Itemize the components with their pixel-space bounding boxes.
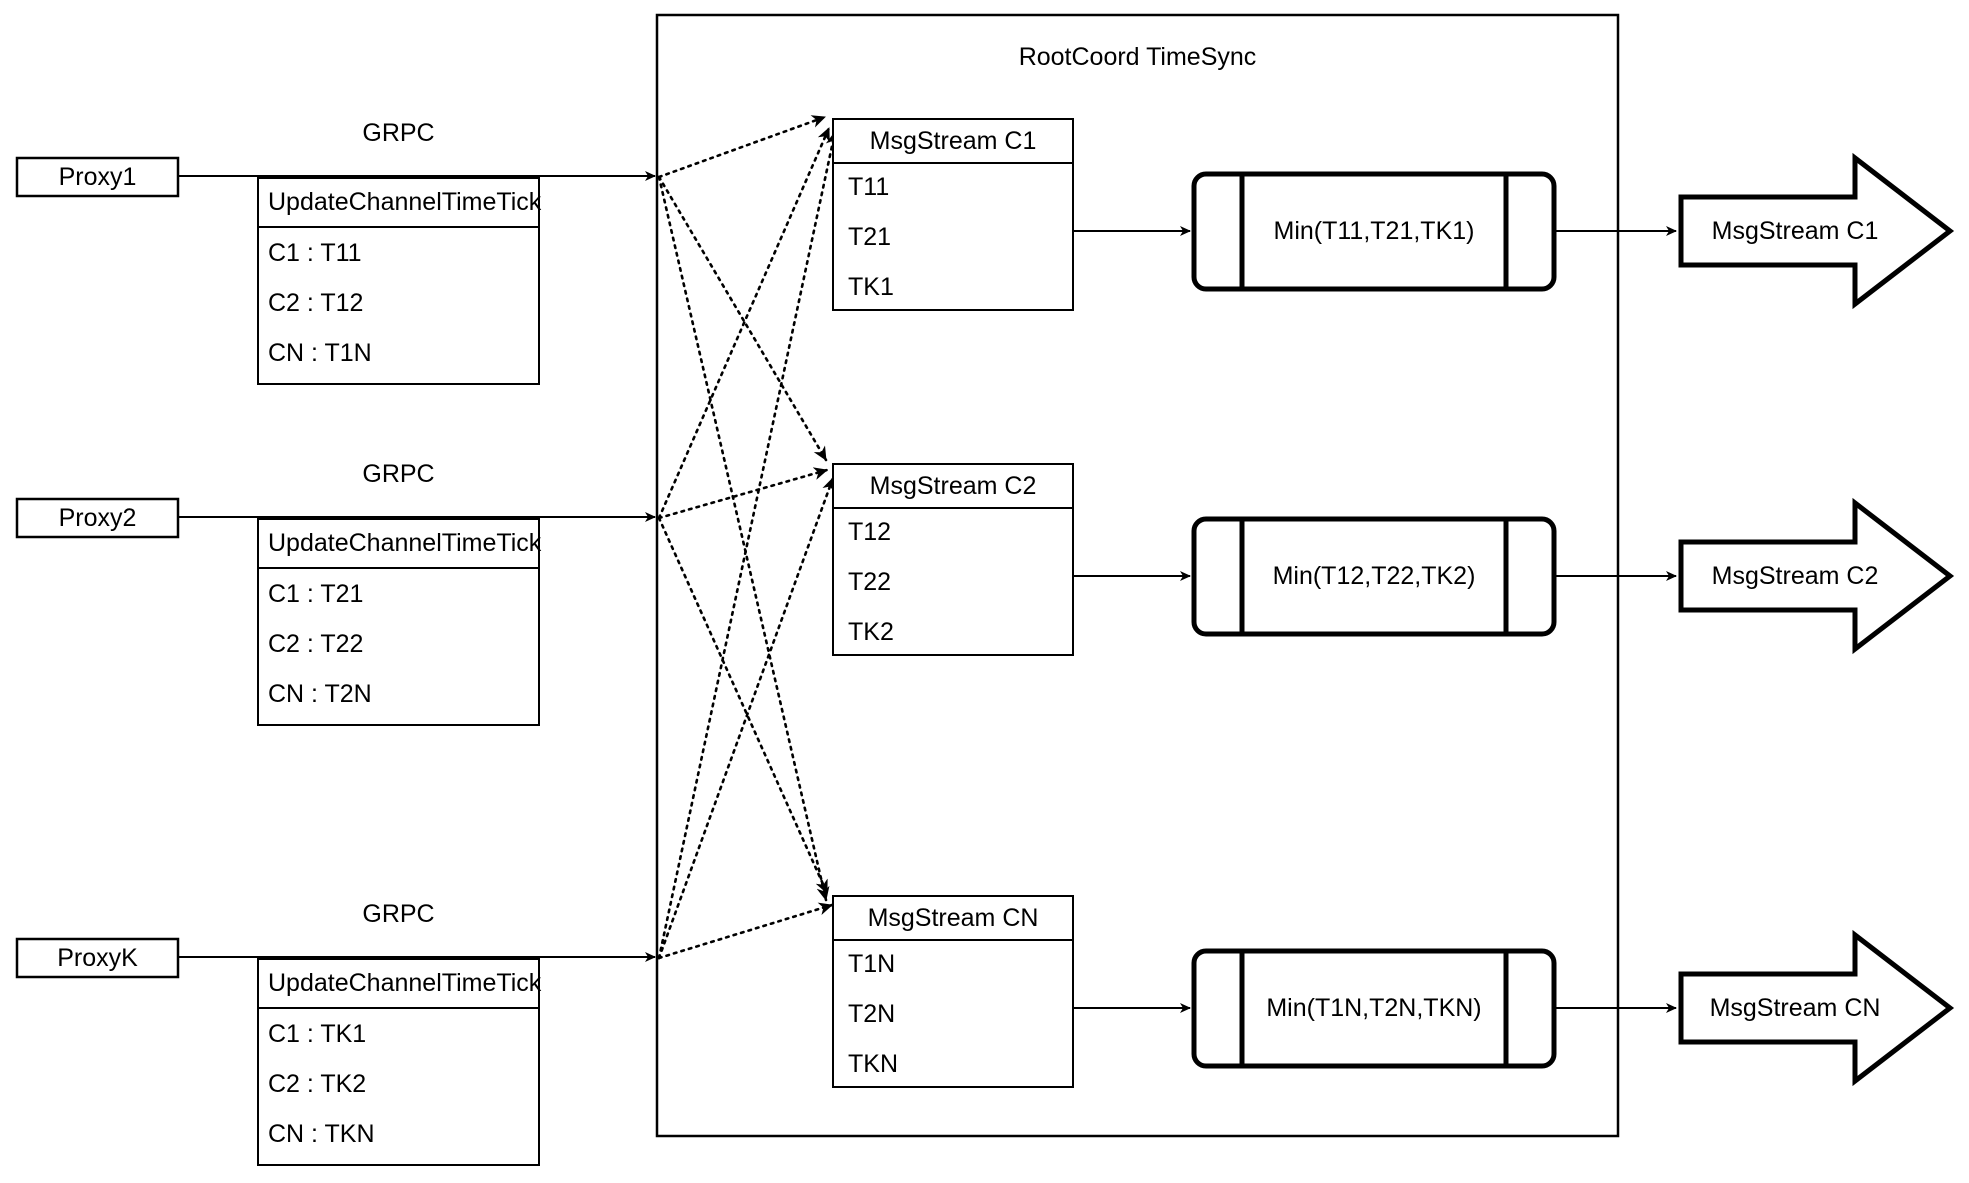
proxy2-entry-2: CN : T2N [268, 679, 372, 708]
proxy2-entry-1: C2 : T22 [268, 629, 364, 658]
output-c1-label: MsgStream C1 [1711, 216, 1879, 245]
msgstream-c1-tick-0: T11 [848, 172, 890, 201]
min-cn-label: Min(T1N,T2N,TKN) [1266, 994, 1482, 1022]
msgstream-cn-tick-0: T1N [848, 949, 896, 978]
output-cn-block-arrow [1678, 929, 1955, 1087]
output-c2-label: MsgStream C2 [1711, 561, 1879, 590]
msgstream-c2-tick-2: TK2 [848, 617, 894, 646]
msgstream-c1-tick-1: T21 [848, 222, 892, 251]
msgstream-c2-tick-0: T12 [848, 517, 892, 546]
timetick-dispatch-edges [657, 115, 839, 960]
min-c1-label: Min(T11,T21,TK1) [1273, 217, 1475, 245]
proxy2-box[interactable] [15, 497, 180, 539]
msgstream-cn-tick-1: T2N [848, 999, 896, 1028]
proxy2-payload-box [257, 518, 540, 726]
proxy1-rpc-title: UpdateChannelTimeTick [268, 188, 542, 216]
proxyk-rpc-title: UpdateChannelTimeTick [268, 969, 542, 997]
proxyk-payload-box [257, 958, 540, 1166]
msgstream-c1-title: MsgStream C1 [869, 126, 1037, 155]
grpc-label-proxy1: GRPC [362, 118, 435, 147]
proxy1-entry-2: CN : T1N [268, 338, 372, 367]
msgstream-c1-tick-2: TK1 [848, 272, 894, 301]
msgstream-c2-title: MsgStream C2 [869, 471, 1037, 500]
output-c2-block-arrow [1678, 497, 1955, 655]
proxy2-rpc-title: UpdateChannelTimeTick [268, 529, 542, 557]
msgstream-c2-tick-1: T22 [848, 567, 892, 596]
proxyk-entry-2: CN : TKN [268, 1119, 375, 1148]
proxy1-entry-0: C1 : T11 [268, 238, 362, 267]
msgstream-c1-box [832, 118, 1074, 311]
proxyk-box[interactable] [15, 937, 180, 979]
proxy2-label: Proxy2 [58, 503, 137, 532]
msgstream-cn-title: MsgStream CN [867, 903, 1039, 932]
proxy1-payload-box [257, 177, 540, 385]
min-c2-label: Min(T12,T22,TK2) [1272, 562, 1476, 590]
proxy2-entry-0: C1 : T21 [268, 579, 364, 608]
rootcoord-title: RootCoord TimeSync [1018, 42, 1257, 71]
min-cn-process [1191, 948, 1557, 1069]
output-c1-block-arrow [1678, 152, 1955, 310]
output-cn-label: MsgStream CN [1709, 993, 1881, 1022]
proxy1-label: Proxy1 [58, 162, 137, 191]
msgstream-cn-box [832, 895, 1074, 1088]
msgstream-cn-tick-2: TKN [848, 1049, 898, 1078]
proxyk-label: ProxyK [57, 943, 138, 972]
min-c2-process [1191, 516, 1557, 637]
min-c1-process [1191, 171, 1557, 292]
grpc-label-proxy2: GRPC [362, 459, 435, 488]
grpc-label-proxyk: GRPC [362, 899, 435, 928]
proxyk-entry-1: C2 : TK2 [268, 1069, 367, 1098]
proxy1-entry-1: C2 : T12 [268, 288, 364, 317]
msgstream-c2-box [832, 463, 1074, 656]
proxy1-box[interactable] [15, 156, 180, 198]
proxyk-entry-0: C1 : TK1 [268, 1019, 367, 1048]
